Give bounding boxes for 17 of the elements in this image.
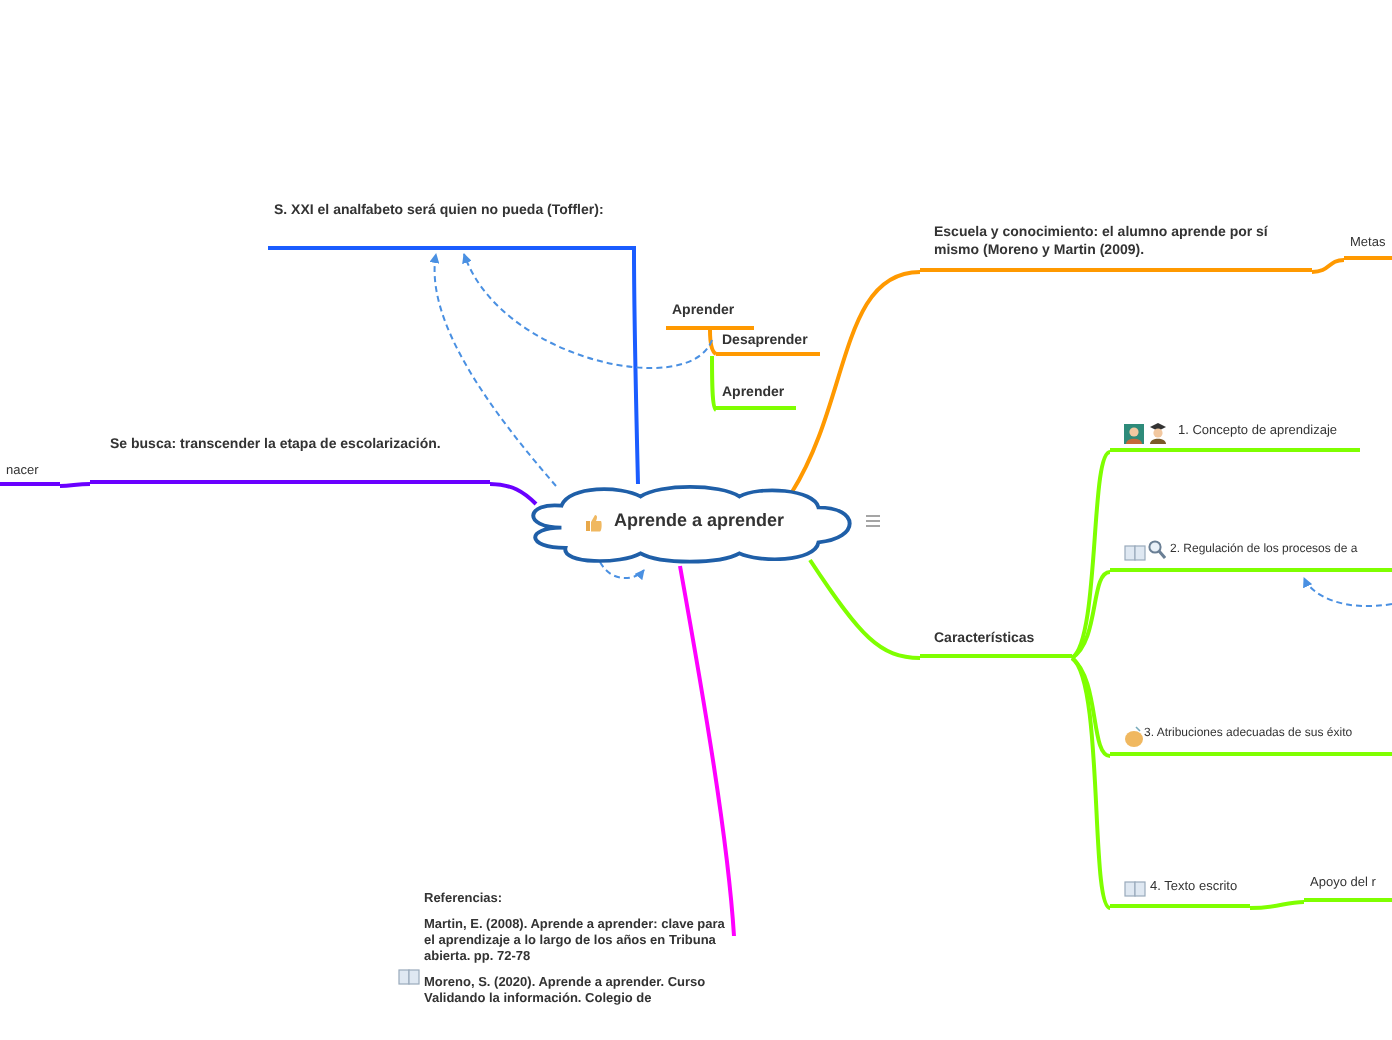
branch-line — [59, 482, 91, 488]
dashed-arrow — [430, 253, 557, 487]
dashed-arrow — [1303, 577, 1392, 608]
dashed-arrow — [599, 561, 645, 580]
branch-line — [632, 250, 640, 485]
branch-line — [808, 558, 921, 660]
branch-line — [678, 565, 736, 937]
branch-line — [790, 270, 921, 493]
branch-line — [1249, 900, 1305, 910]
branch-line — [708, 329, 718, 356]
branch-line — [1070, 570, 1111, 660]
branch-line — [1311, 258, 1345, 274]
central-topic: Aprende a aprender — [614, 510, 785, 532]
branch-line — [489, 482, 538, 506]
branch-line — [1070, 656, 1112, 910]
branch-line — [710, 356, 718, 412]
dashed-arrow — [463, 253, 713, 369]
